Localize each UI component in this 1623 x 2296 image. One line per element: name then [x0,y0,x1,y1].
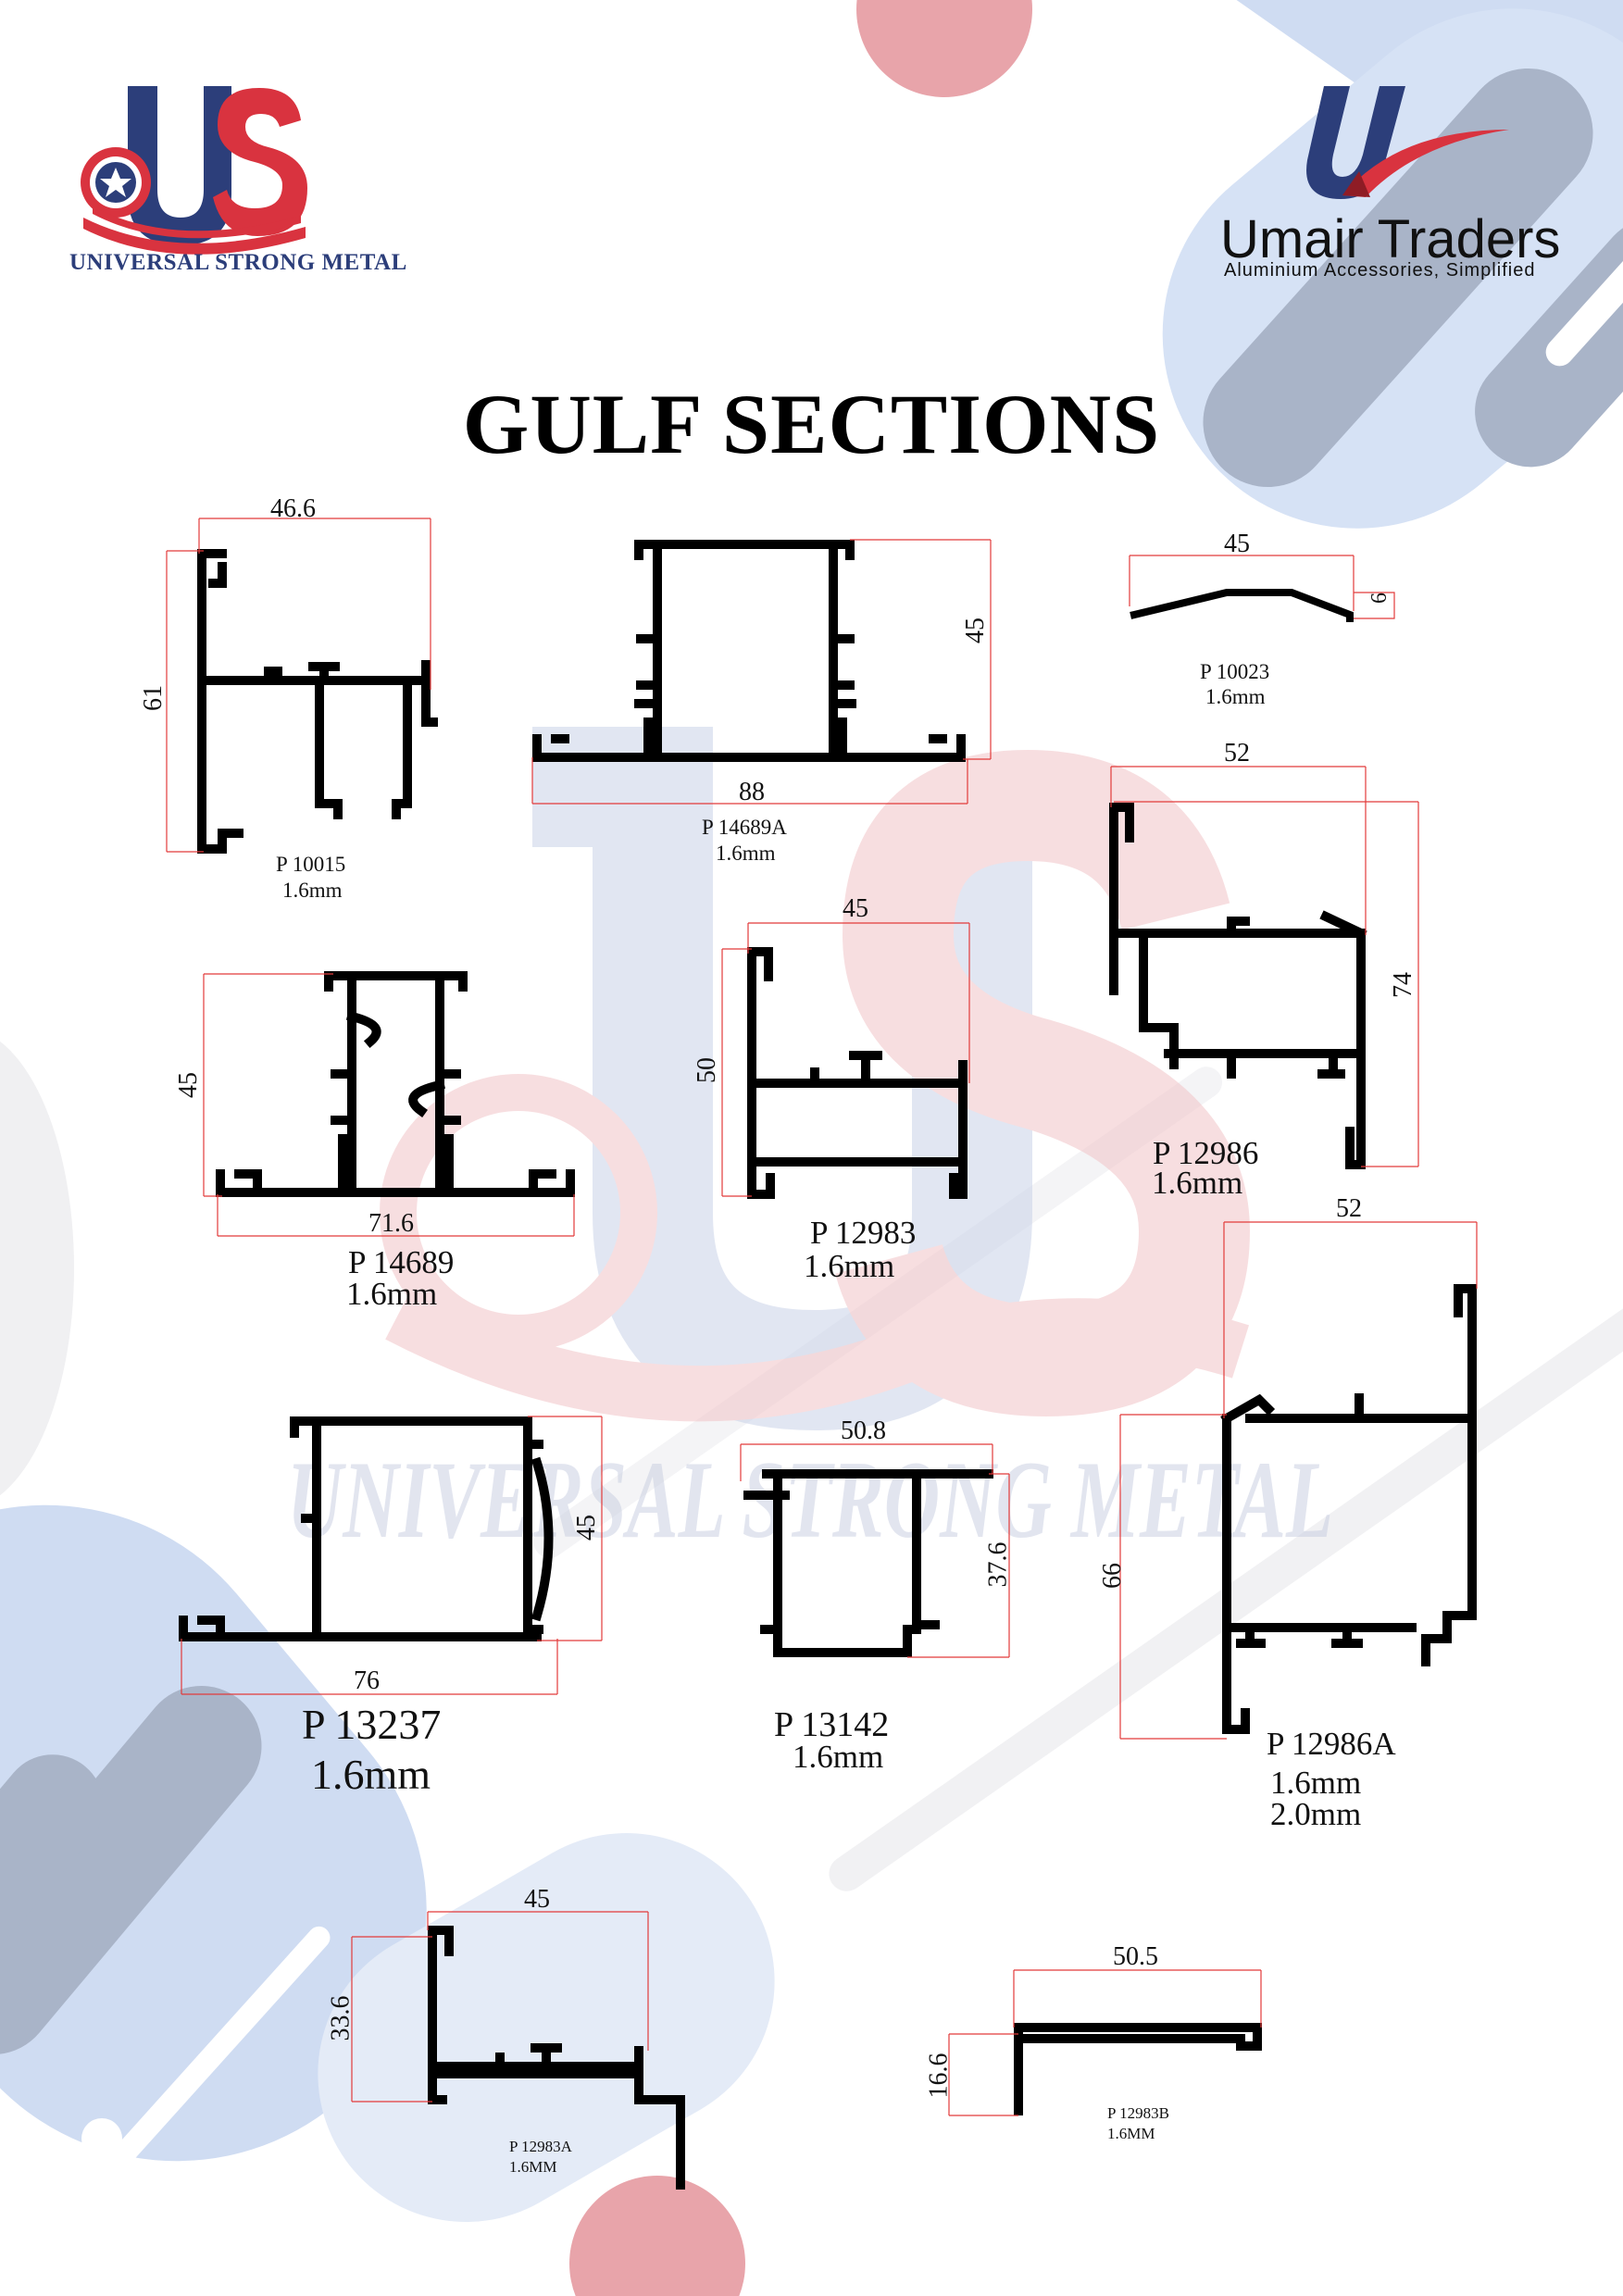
dim-p12986A-width: 52 [1336,1194,1362,1223]
profile-p13237 [179,1416,554,1641]
dim-p10023-height: 6 [1367,593,1392,604]
dim-p10015-height: 61 [139,685,168,711]
page-title: GULF SECTIONS [462,377,1161,471]
dim-p14689A-height: 45 [961,618,990,643]
dim-p12986-height: 74 [1389,972,1417,998]
brand-right-name: Umair Traders [1220,209,1561,269]
profile-p14689 [216,971,575,1197]
label-p12983-thickness: 1.6mm [804,1248,895,1284]
profile-p12986 [1109,803,1367,1169]
label-p12983A-code: P 12983A [509,2138,572,2155]
brand-left-tagline: UNIVERSAL STRONG METAL [69,250,407,275]
watermark-text: UNIVERSAL STRONG METAL [287,1438,1333,1561]
dim-p12983B-height: 16.6 [924,2053,954,2099]
label-p10023-thickness: 1.6mm [1205,685,1266,708]
dim-p12983-width: 45 [843,894,868,923]
profile-p14689A [532,540,966,762]
profile-p12986A [1220,1284,1477,1734]
dim-p12983A-height: 33.6 [326,1995,356,2041]
label-p10023-code: P 10023 [1200,660,1270,683]
dim-p10023-width: 45 [1224,530,1250,558]
profile-p12983B [1014,2023,1262,2115]
label-p12986A-thickness-2: 2.0mm [1270,1796,1362,1832]
label-p12983B-thickness: 1.6MM [1107,2125,1155,2142]
dim-p12986-width: 52 [1224,739,1250,767]
label-p14689A-code: P 14689A [702,816,787,839]
dim-p10015-width: 46.6 [270,494,316,523]
label-p12986-thickness: 1.6mm [1152,1165,1243,1201]
umair-logo-icon [1306,86,1509,199]
label-p12986A-code: P 12986A [1267,1726,1396,1762]
dim-p13142-height: 37.6 [983,1541,1013,1588]
label-p14689-thickness: 1.6mm [346,1276,438,1312]
label-p10015-code: P 10015 [276,853,346,876]
us-logo-icon [81,86,307,255]
label-p12986A-thickness-1: 1.6mm [1270,1765,1362,1801]
label-p14689A-thickness: 1.6mm [716,842,776,865]
profile-p10023 [1130,589,1354,622]
label-p10015-thickness: 1.6mm [282,879,343,902]
profile-p10015 [197,549,438,854]
dim-p14689-height: 45 [174,1072,203,1098]
profile-p12983 [747,947,968,1199]
label-p13142-thickness: 1.6mm [793,1739,884,1775]
dim-p12986A-height: 66 [1098,1563,1127,1589]
brand-right-slogan: Aluminium Accessories, Simplified [1224,260,1536,281]
umair-traders-logo: Umair Traders Aluminium Accessories, Sim… [1204,79,1574,292]
dim-p13237-height: 45 [572,1515,601,1541]
label-p13237-code: P 13237 [302,1701,442,1748]
label-p14689-code: P 14689 [348,1244,455,1280]
dim-p13142-width: 50.8 [841,1416,886,1445]
label-p12983-code: P 12983 [810,1215,917,1251]
dim-p14689-width: 71.6 [368,1209,414,1238]
label-p13237-thickness: 1.6mm [311,1751,431,1798]
dim-p13237-width: 76 [354,1666,380,1695]
label-p12986-code: P 12986 [1153,1135,1259,1171]
dim-p12983-height: 50 [693,1057,721,1083]
label-p13142-code: P 13142 [774,1705,890,1744]
label-p12983A-thickness: 1.6MM [509,2158,557,2176]
dim-p12983A-width: 45 [524,1885,550,1914]
dimension-lines [166,518,1478,2116]
universal-strong-metal-logo: UNIVERSAL STRONG METAL [65,79,406,282]
dim-p12983B-width: 50.5 [1113,1942,1158,1971]
profile-p12983A [428,1926,685,2190]
dim-p14689A-width: 88 [739,778,765,806]
profile-p13142 [743,1469,993,1657]
label-p12983B-code: P 12983B [1107,2104,1169,2122]
